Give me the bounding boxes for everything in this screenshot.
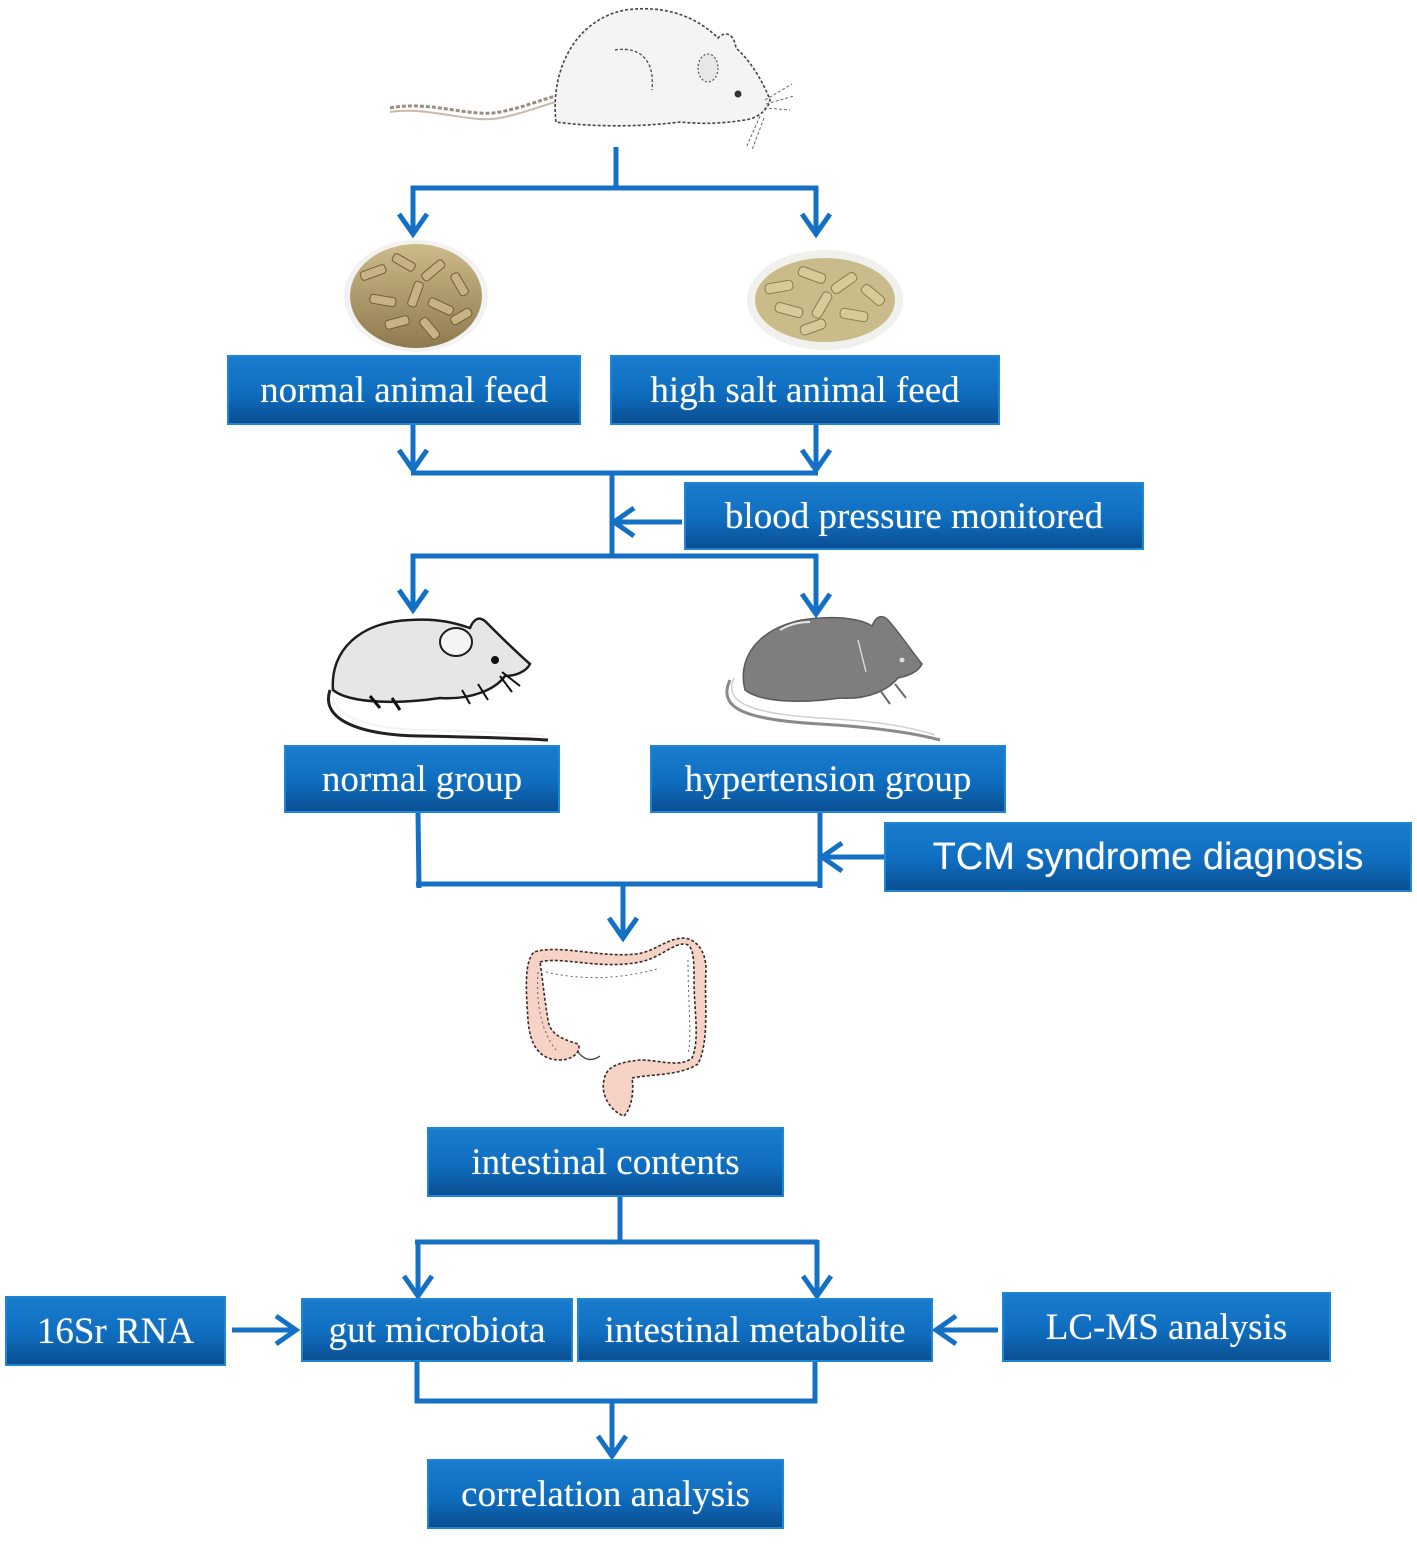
intestinal-contents-box: intestinal contents	[427, 1127, 784, 1197]
feed-pellets-icon	[747, 250, 903, 350]
split-connector-contents	[232, 1197, 998, 1347]
normal-feed-label: normal animal feed	[260, 369, 548, 411]
high-salt-feed-label: high salt animal feed	[650, 369, 960, 411]
tcm-diagnosis-label: TCM syndrome diagnosis	[932, 836, 1364, 878]
hypertension-group-label: hypertension group	[684, 758, 972, 800]
intestinal-metabolite-label: intestinal metabolite	[604, 1309, 906, 1351]
blood-pressure-label: blood pressure monitored	[724, 495, 1104, 537]
rna-label: 16Sr RNA	[36, 1310, 195, 1352]
gut-microbiota-box: gut microbiota	[301, 1298, 573, 1362]
intestine-icon	[525, 937, 707, 1117]
normal-group-box: normal group	[284, 745, 560, 813]
light-mouse-icon	[327, 617, 549, 742]
gut-microbiota-label: gut microbiota	[328, 1309, 546, 1351]
lcms-label: LC-MS analysis	[1045, 1306, 1288, 1348]
rna-box: 16Sr RNA	[5, 1296, 226, 1366]
merge-connector-analysis	[414, 1360, 818, 1461]
normal-group-label: normal group	[321, 758, 523, 800]
split-connector-top	[396, 147, 833, 239]
white-rat-icon	[389, 7, 795, 151]
intestinal-contents-label: intestinal contents	[471, 1141, 740, 1183]
hypertension-group-box: hypertension group	[650, 745, 1006, 813]
normal-feed-box: normal animal feed	[227, 355, 581, 425]
high-salt-feed-box: high salt animal feed	[610, 355, 1000, 425]
merge-connector-groups	[415, 811, 884, 943]
dark-mouse-icon	[725, 615, 941, 742]
lcms-box: LC-MS analysis	[1002, 1292, 1331, 1362]
feed-pellets-icon	[344, 240, 488, 352]
correlation-analysis-label: correlation analysis	[461, 1473, 750, 1515]
tcm-diagnosis-box: TCM syndrome diagnosis	[884, 822, 1412, 892]
blood-pressure-box: blood pressure monitored	[684, 482, 1144, 550]
merge-connector-feed	[396, 424, 833, 619]
intestinal-metabolite-box: intestinal metabolite	[577, 1298, 933, 1362]
correlation-analysis-box: correlation analysis	[427, 1459, 784, 1529]
